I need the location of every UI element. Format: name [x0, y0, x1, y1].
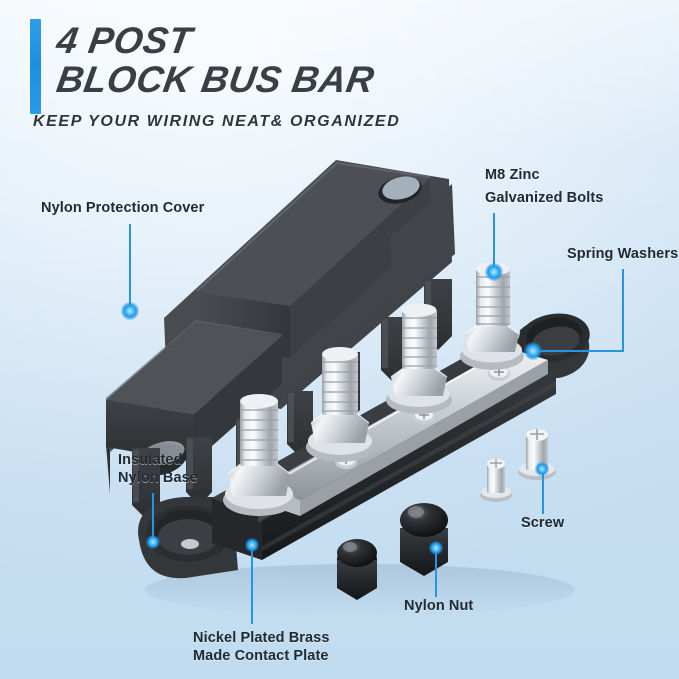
glow-dot-screw: [535, 462, 549, 476]
leader-line-nylon-nut: [435, 551, 437, 597]
glow-dot-m8-bolts: [485, 263, 503, 281]
m8-stud-1: [223, 394, 295, 516]
glow-dot-spring-washers: [524, 342, 542, 360]
callout-label-spring-washers: Spring Washers: [567, 246, 679, 262]
callout-label-insulated-nylon-base-line1: Insulated: [118, 452, 183, 468]
m8-stud-3: [386, 303, 452, 414]
leader-line-spring-washers-horizontal: [533, 350, 624, 352]
accent-bar: [30, 19, 41, 114]
title-block: 4 POST BLOCK BUS BAR KEEP YOUR WIRING NE…: [0, 0, 679, 145]
leader-line-spring-washers-vertical: [622, 269, 624, 352]
callout-label-nylon-nut: Nylon Nut: [404, 598, 474, 614]
leader-line-contact-plate: [251, 548, 253, 624]
leader-line-m8-bolts: [493, 213, 495, 270]
page-title-line1: 4 POST: [53, 20, 195, 61]
callout-label-screw: Screw: [521, 515, 565, 531]
glow-dot-insulated-nylon-base: [146, 535, 160, 549]
page-subtitle: KEEP YOUR WIRING NEAT& ORGANIZED: [33, 113, 401, 130]
loose-screw-small: [480, 459, 512, 502]
glow-dot-nylon-protection-cover: [121, 302, 139, 320]
nickel-plated-brass-contact-plate-part: [262, 348, 548, 516]
nylon-nut-small: [337, 539, 377, 600]
glow-dot-nylon-nut: [429, 541, 443, 555]
m8-stud-2: [306, 347, 374, 462]
nylon-nut-large: [400, 503, 448, 576]
leader-line-insulated-nylon-base: [152, 493, 154, 542]
leader-line-screw: [542, 472, 544, 514]
page-title-line2: BLOCK BUS BAR: [53, 59, 378, 100]
callout-label-nylon-protection-cover: Nylon Protection Cover: [41, 200, 205, 216]
leader-line-nylon-protection-cover: [129, 224, 131, 309]
glow-dot-contact-plate: [245, 538, 259, 552]
callout-label-m8-bolts-line2: Galvanized Bolts: [485, 190, 604, 206]
callout-label-m8-bolts-line1: M8 Zinc: [485, 167, 540, 183]
callout-label-contact-plate-line1: Nickel Plated Brass: [193, 630, 330, 646]
callout-label-contact-plate-line2: Made Contact Plate: [193, 648, 329, 664]
callout-label-insulated-nylon-base-line2: Nylon Base: [118, 470, 198, 486]
